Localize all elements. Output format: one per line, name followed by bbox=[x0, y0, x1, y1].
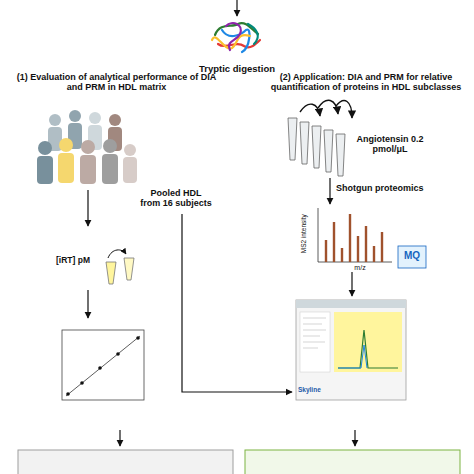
axis-label: MS2 intensity bbox=[300, 204, 307, 264]
bottom-boxes bbox=[18, 430, 460, 474]
maxquant-logo bbox=[398, 246, 426, 268]
flow-arrow bbox=[87, 190, 88, 226]
logo-text: MQ bbox=[398, 250, 426, 262]
logo-text: Skyline bbox=[298, 386, 338, 393]
branch-heading: (1) Evaluation of analytical performance… bbox=[14, 72, 219, 93]
axis-label: m/z bbox=[345, 264, 375, 272]
reagent-label: Angiotensin 0.2 pmol/μL bbox=[350, 134, 430, 155]
flow-arrow bbox=[351, 272, 352, 296]
branch-heading: (2) Application: DIA and PRM for relativ… bbox=[262, 72, 470, 93]
flow-arrow bbox=[236, 0, 237, 16]
calibration-plot bbox=[62, 330, 144, 400]
protein-ribbon bbox=[212, 23, 260, 52]
ms2-spectrum bbox=[318, 208, 392, 262]
sample-tubes bbox=[288, 100, 352, 176]
flow-arrow bbox=[182, 214, 292, 392]
flow-arrow bbox=[87, 290, 88, 318]
concentration-label: [iRT] pM bbox=[44, 256, 102, 266]
method-label: Shotgun proteomics bbox=[336, 183, 446, 193]
subjects-group bbox=[37, 110, 137, 184]
flow-arrow bbox=[329, 178, 330, 204]
sample-label: Pooled HDL from 16 subjects bbox=[140, 188, 212, 209]
dilution-tubes bbox=[106, 250, 134, 284]
software-screenshot bbox=[296, 300, 406, 400]
